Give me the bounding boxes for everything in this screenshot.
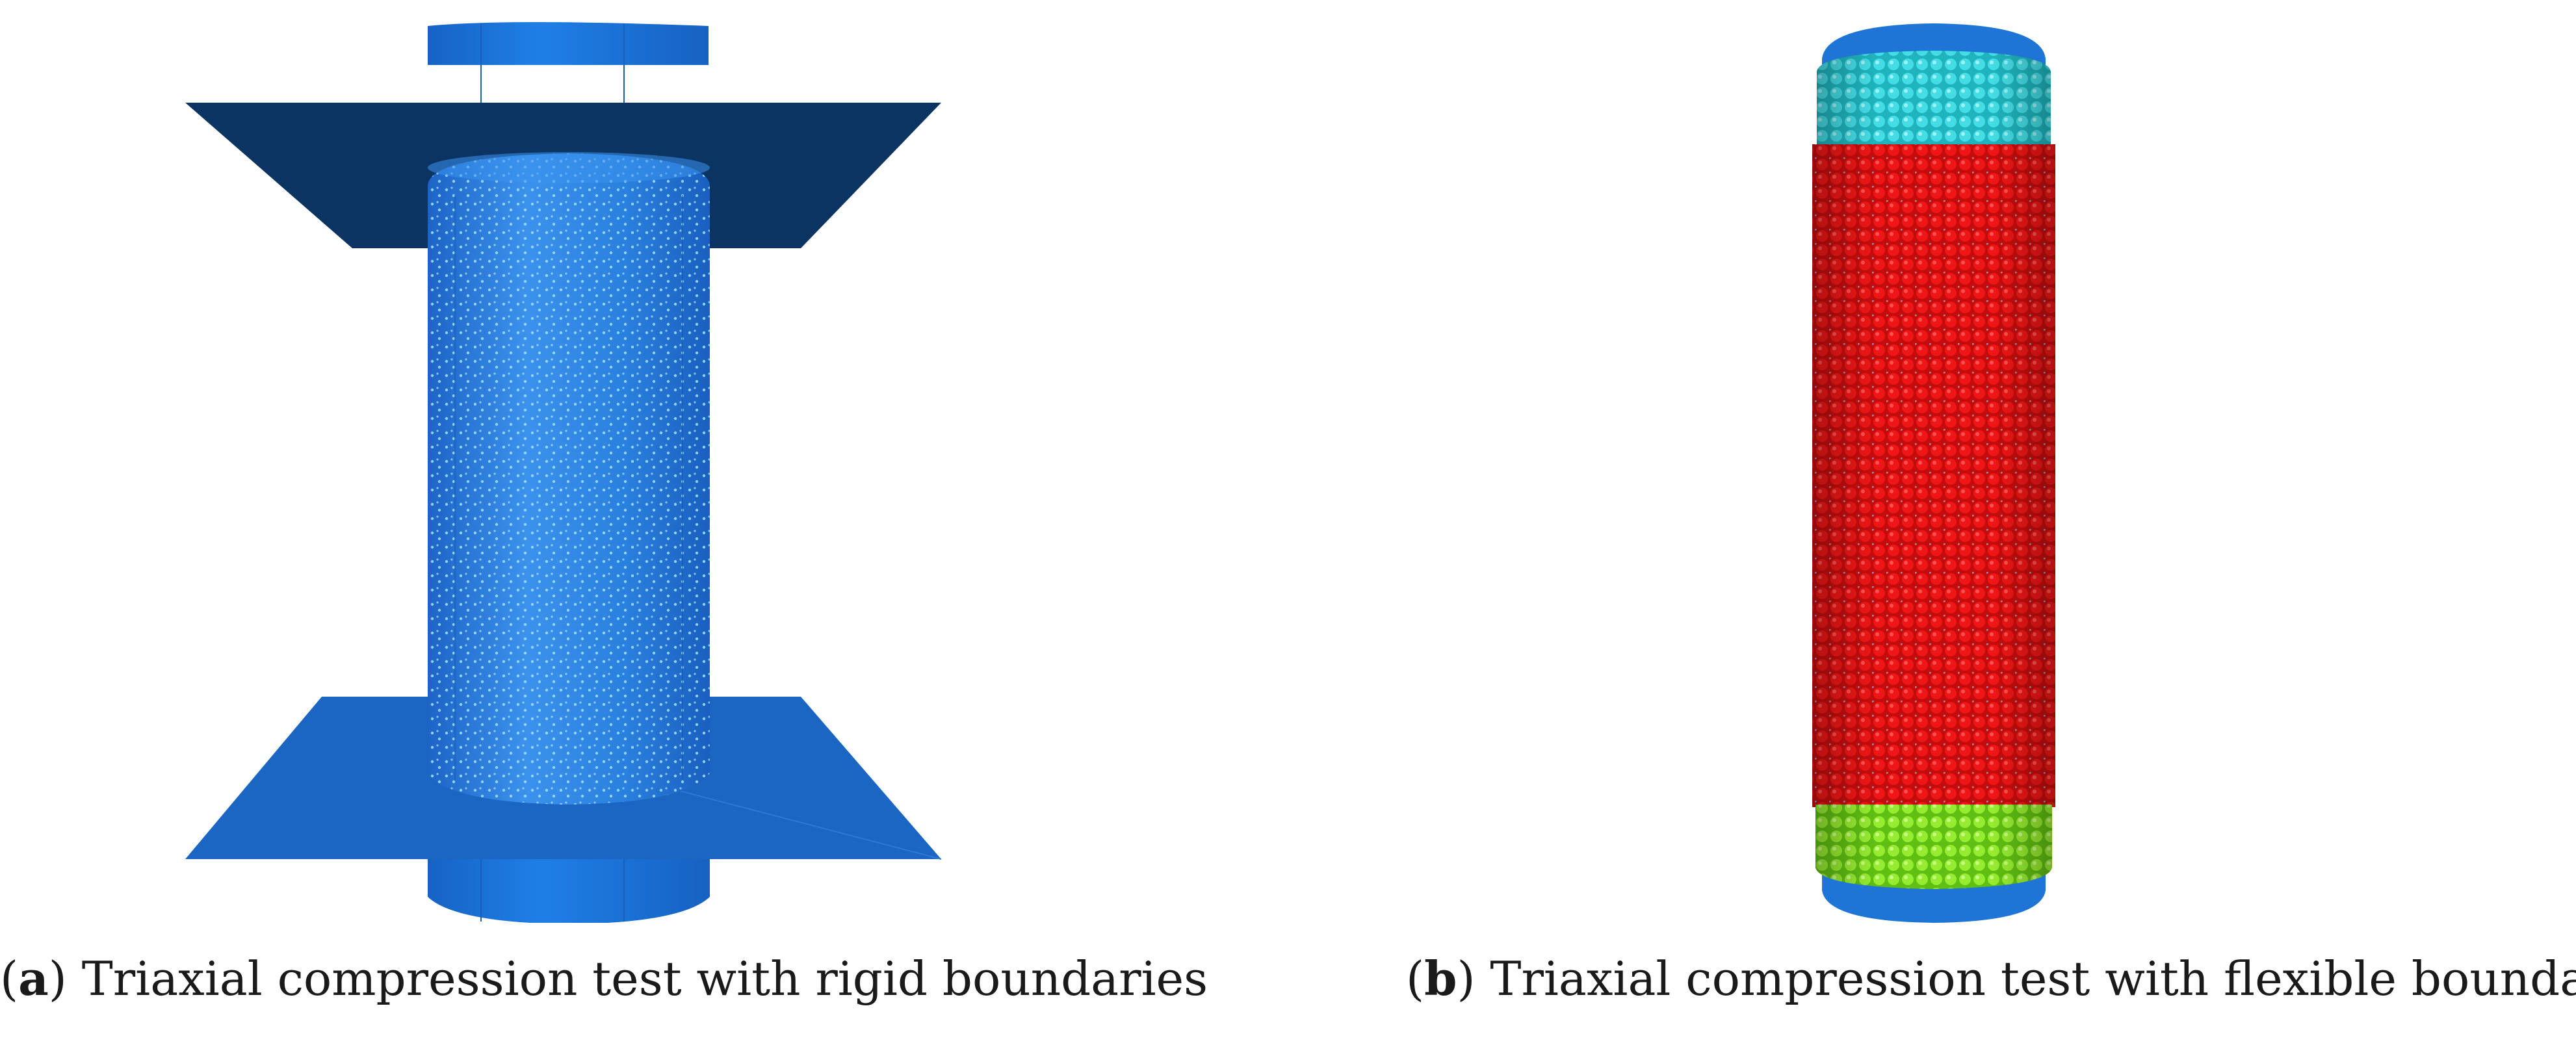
specimen-particles bbox=[428, 153, 710, 805]
top-particle-band bbox=[1817, 51, 2051, 149]
rigid-boundary-diagram bbox=[185, 22, 942, 923]
caption-b: (b) Triaxial compression test with flexi… bbox=[1406, 955, 2576, 1003]
caption-b-text: Triaxial compression test with flexible … bbox=[1490, 951, 2576, 1006]
caption-a-letter: a bbox=[18, 951, 49, 1006]
caption-a: (a) Triaxial compression test with rigid… bbox=[0, 951, 1208, 1006]
bottom-particle-band bbox=[1815, 805, 2052, 889]
top-loading-cap bbox=[428, 22, 709, 104]
flexible-membrane bbox=[1812, 144, 2055, 807]
bottom-loading-cap bbox=[428, 858, 710, 923]
specimen-cylinder bbox=[428, 152, 710, 805]
caption-b-letter: b bbox=[1424, 951, 1457, 1006]
flexible-boundary-diagram bbox=[1812, 23, 2055, 923]
caption-a-text: Triaxial compression test with rigid bou… bbox=[81, 951, 1208, 1006]
